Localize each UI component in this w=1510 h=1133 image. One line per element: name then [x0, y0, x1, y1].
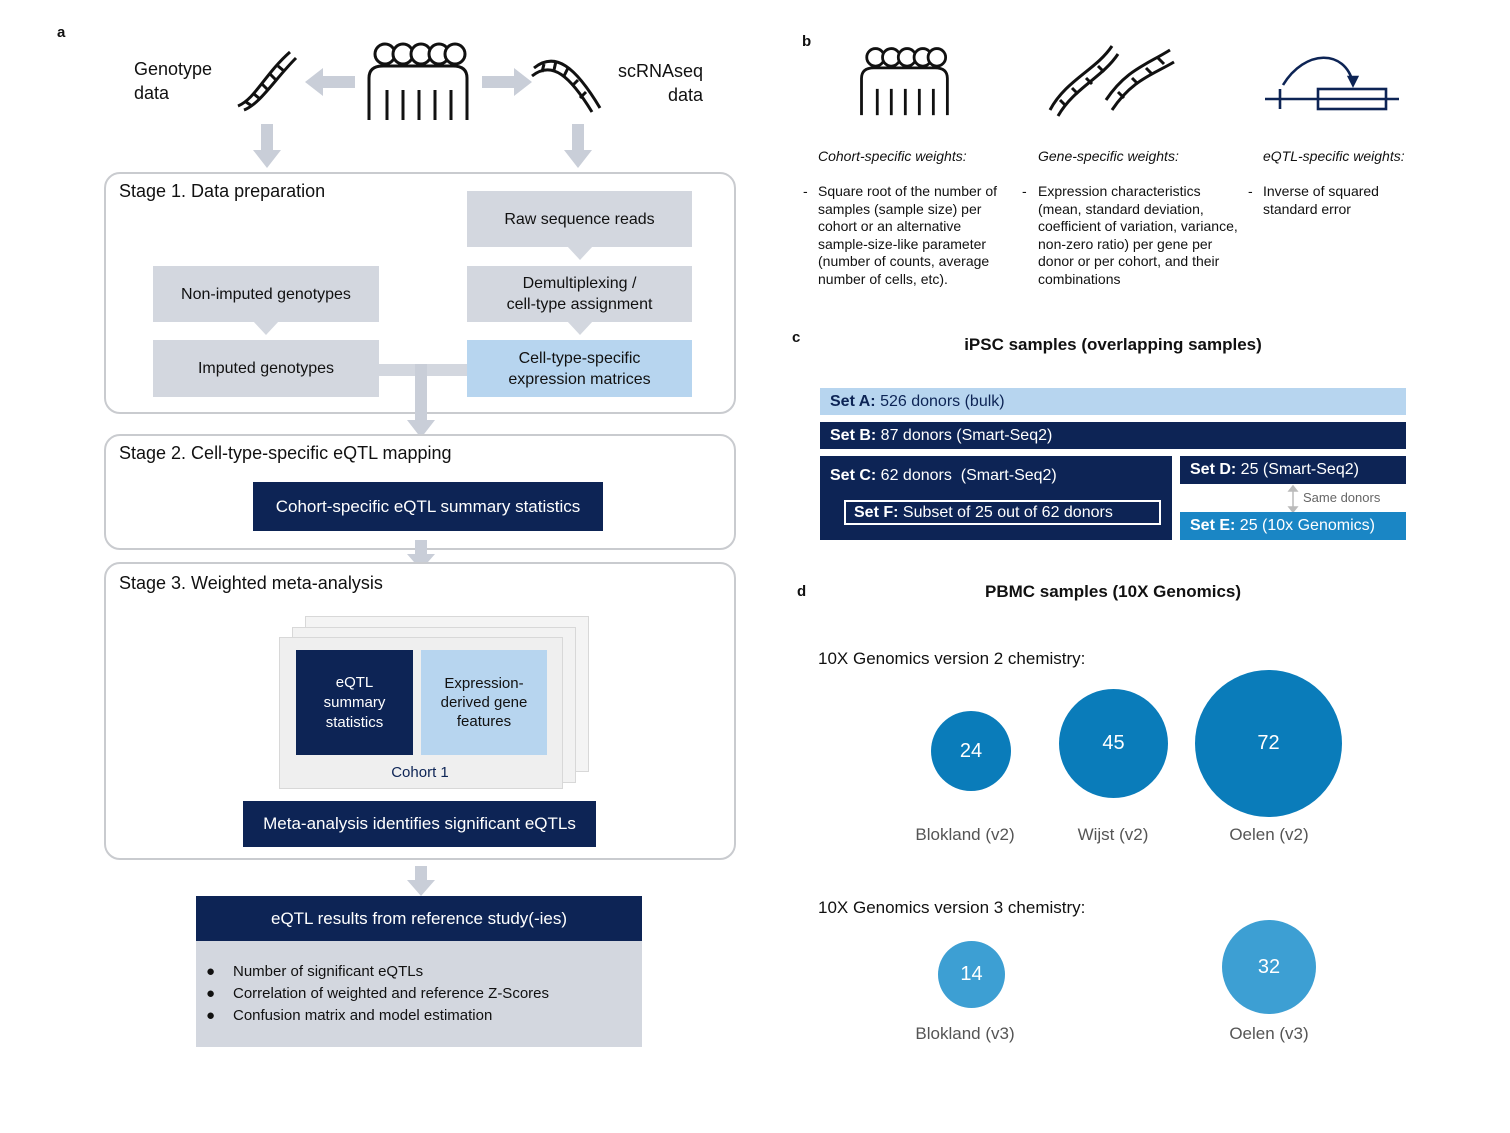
- set-f-label: Set F:: [854, 503, 899, 521]
- circle-wijst-v2: 45: [1059, 689, 1168, 798]
- gene-weights-text: Expression characteristics (mean, standa…: [1038, 183, 1238, 287]
- set-f-box: Set F: Subset of 25 out of 62 donors: [844, 500, 1161, 525]
- set-c-line: Set C: 62 donors (Smart-Seq2): [830, 467, 1057, 485]
- results-body: ●Number of significant eQTLs ●Correlatio…: [196, 941, 642, 1047]
- stage2-title: Stage 2. Cell-type-specific eQTL mapping: [119, 443, 452, 463]
- set-e-label: Set E:: [1190, 517, 1236, 534]
- pbmc-title: PBMC samples (10X Genomics): [984, 582, 1242, 601]
- results-bullet: ●Confusion matrix and model estimation: [206, 1007, 493, 1024]
- v2-chemistry-title: 10X Genomics version 2 chemistry:: [818, 649, 1086, 668]
- set-b-bar: Set B: 87 donors (Smart-Seq2): [820, 422, 1406, 449]
- people-group-icon: [860, 47, 949, 116]
- arrow-down-icon: [564, 124, 592, 168]
- results-title-box: eQTL results from reference study(-ies): [196, 896, 642, 941]
- set-a-label: Set A:: [830, 392, 876, 410]
- panel-label-c: c: [792, 329, 801, 346]
- people-group-icon: [367, 42, 469, 120]
- set-e-bar: Set E: 25 (10x Genomics): [1180, 512, 1406, 540]
- label-oelen-v2: Oelen (v2): [1229, 825, 1309, 844]
- same-donors-label: Same donors: [1303, 490, 1381, 505]
- double-arrow-icon: [1287, 484, 1299, 514]
- non-imputed-box: Non-imputed genotypes: [153, 266, 379, 322]
- set-e-text: 25 (10x Genomics): [1235, 517, 1375, 534]
- dash: -: [803, 183, 808, 199]
- scrnaseq-data-label: scRNAseq data: [618, 61, 704, 105]
- arrow-down-icon: [253, 124, 281, 168]
- label-blokland-v2: Blokland (v2): [915, 825, 1015, 844]
- demux-box: Demultiplexing / cell-type assignment: [467, 266, 692, 322]
- ipsc-title: iPSC samples (overlapping samples): [964, 335, 1262, 354]
- results-bullet-list: ●Number of significant eQTLs ●Correlatio…: [206, 961, 549, 1027]
- eqtl-weights-title: eQTL-specific weights:: [1263, 148, 1405, 164]
- cohort-weights-text: Square root of the number of samples (sa…: [818, 183, 997, 287]
- circle-oelen-v2: 72: [1195, 670, 1342, 817]
- set-c-text: 62 donors (Smart-Seq2): [876, 467, 1057, 484]
- set-a-bar: Set A: 526 donors (bulk): [820, 388, 1406, 415]
- set-f-text: Subset of 25 out of 62 donors: [898, 503, 1113, 521]
- gene-weights-title: Gene-specific weights:: [1038, 148, 1179, 164]
- genotype-data-label: Genotype data: [134, 59, 213, 103]
- set-a-text: 526 donors (bulk): [875, 392, 1005, 410]
- panel-label-b: b: [802, 33, 812, 50]
- cohort-summary-box: Cohort-specific eQTL summary statistics: [253, 482, 603, 531]
- circle-blokland-v3: 14: [938, 941, 1005, 1008]
- set-c-label: Set C:: [830, 467, 877, 484]
- results-bullet: ●Number of significant eQTLs: [206, 963, 424, 980]
- stage3-title: Stage 3. Weighted meta-analysis: [119, 573, 383, 593]
- dash: -: [1022, 183, 1027, 199]
- set-d-label: Set D:: [1190, 461, 1237, 478]
- arrow-down-icon: [407, 364, 435, 438]
- panel-label-d: d: [797, 583, 807, 600]
- label-oelen-v3: Oelen (v3): [1229, 1024, 1309, 1043]
- set-d-text: 25 (Smart-Seq2): [1236, 461, 1359, 478]
- panel-label-a: a: [57, 24, 66, 41]
- arrow-left-icon: [305, 68, 355, 96]
- set-b-text: 87 donors (Smart-Seq2): [876, 426, 1053, 444]
- set-c-box: Set C: 62 donors (Smart-Seq2) Set F: Sub…: [820, 456, 1172, 540]
- dash: -: [1248, 183, 1253, 199]
- meta-analysis-box: Meta-analysis identifies significant eQT…: [243, 801, 596, 847]
- set-b-label: Set B:: [830, 426, 877, 444]
- imputed-box: Imputed genotypes: [153, 340, 379, 397]
- connector-notch: [253, 321, 279, 335]
- eqtl-arrow-icon: [1265, 56, 1399, 111]
- cohort-weights-title: Cohort-specific weights:: [818, 148, 967, 164]
- label-blokland-v3: Blokland (v3): [915, 1024, 1015, 1043]
- label-wijst-v2: Wijst (v2): [1077, 825, 1149, 844]
- results-bullet: ●Correlation of weighted and reference Z…: [206, 985, 549, 1002]
- circle-blokland-v2: 24: [931, 711, 1011, 791]
- eqtl-summary-box: eQTL summary statistics: [296, 650, 413, 755]
- raw-reads-box: Raw sequence reads: [467, 191, 692, 247]
- v3-chemistry-title: 10X Genomics version 3 chemistry:: [818, 898, 1086, 917]
- arrow-down-icon: [407, 866, 435, 896]
- stage1-title: Stage 1. Data preparation: [119, 181, 326, 201]
- eqtl-weights-text: Inverse of squared standard error: [1263, 183, 1379, 217]
- expression-matrices-box: Cell-type-specific expression matrices: [467, 340, 692, 397]
- dna-icon: [531, 59, 602, 113]
- circle-oelen-v3: 32: [1222, 920, 1316, 1014]
- gene-features-box: Expression- derived gene features: [421, 650, 547, 755]
- cohort-label: Cohort 1: [391, 764, 449, 781]
- set-d-bar: Set D: 25 (Smart-Seq2): [1180, 456, 1406, 484]
- arrow-right-icon: [482, 68, 532, 96]
- arrow-down-icon: [407, 540, 435, 570]
- dna-icon: [1048, 45, 1175, 117]
- dna-icon: [237, 50, 298, 112]
- connector-notch: [567, 246, 593, 260]
- connector-notch: [567, 321, 593, 335]
